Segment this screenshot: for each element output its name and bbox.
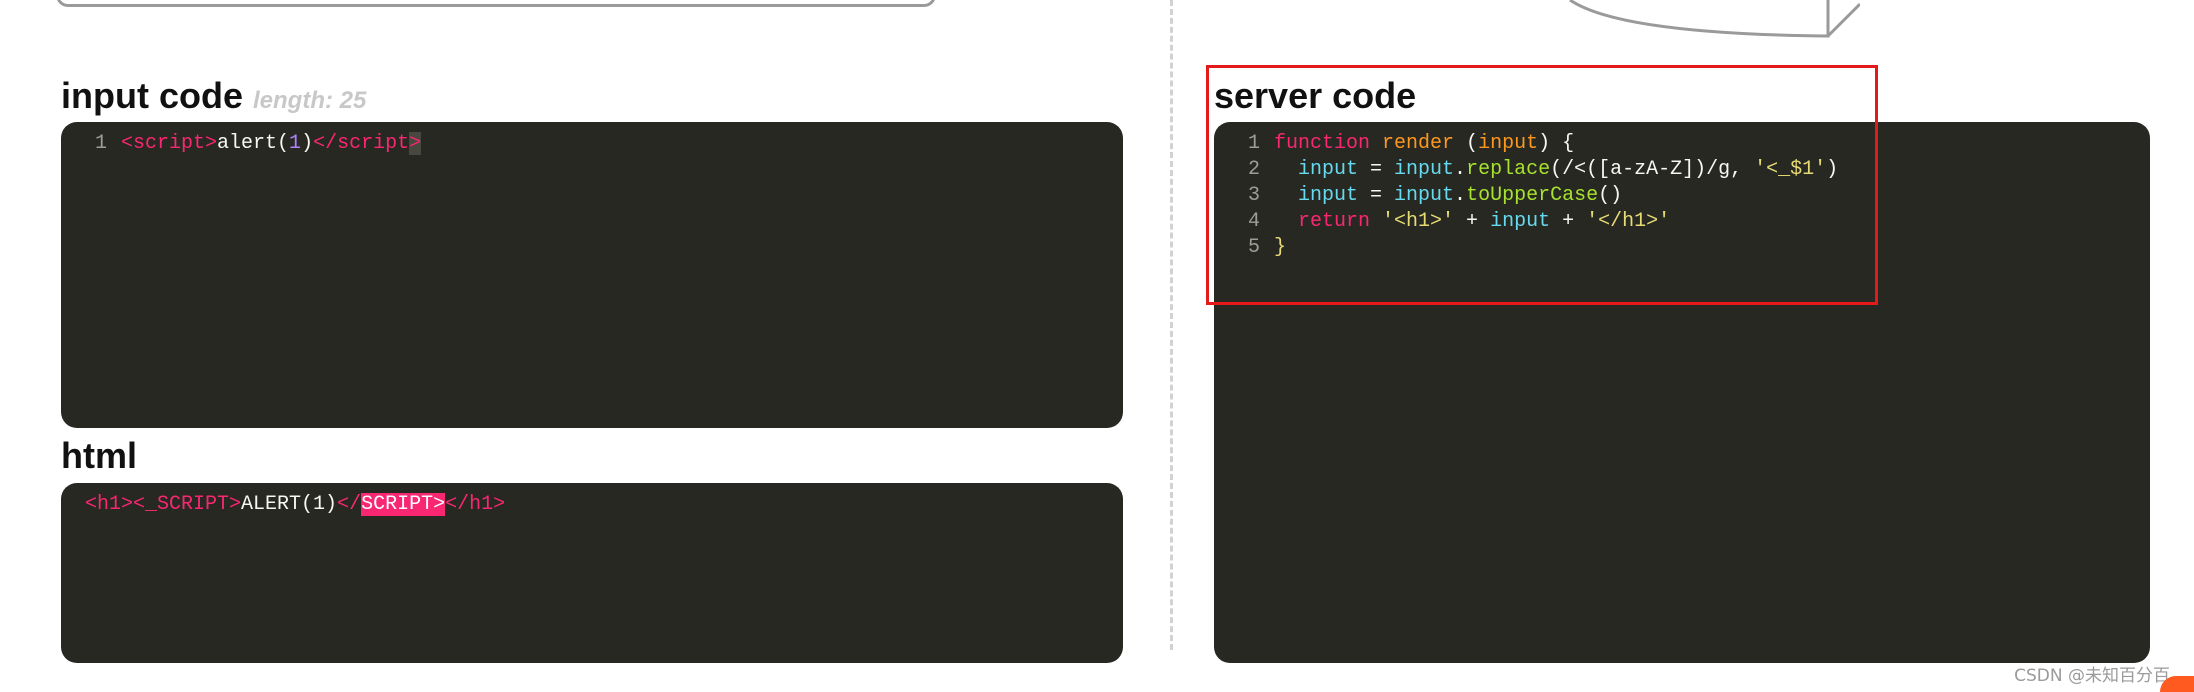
input-code-heading: input code length: 25 [61,76,366,121]
input-code-title: input code [61,75,243,116]
code-token: > [409,132,422,155]
code-token: function [1274,132,1383,155]
html-output-viewer: <h1><_SCRIPT>ALERT(1)</SCRIPT></h1> [61,483,1123,663]
code-token: </h1> [445,493,506,516]
line-number: 1 [94,132,107,155]
column-divider [1170,0,1173,650]
server-code-line: 4 return '<h1>' + input + '</h1>' [1230,209,2134,235]
code-token: </ [337,493,362,516]
length-hint: length: 25 [253,87,367,114]
code-token: render [1382,132,1467,155]
code-token: input [1274,158,1359,181]
server-code-line: 2 input = input.replace(/<([a-zA-Z])/g, … [1230,157,2134,183]
code-token: = [1358,158,1395,181]
html-output-line: <h1><_SCRIPT>ALERT(1)</SCRIPT></h1> [85,492,1099,518]
code-token: input [1490,210,1551,233]
code-token: ( [1466,132,1479,155]
server-code-line: 1 function render (input) { [1230,131,2134,157]
code-token: } [1274,236,1287,259]
code-token: toUpperCase [1466,184,1599,207]
input-code-editor[interactable]: 1 <script>alert(1)</script> [61,122,1123,428]
code-token: '<_$1' [1754,158,1827,181]
code-token: ALERT(1) [241,493,338,516]
corner-decoration [2160,676,2194,692]
line-number: 1 [1247,132,1260,155]
server-code-heading: server code [1214,75,1417,116]
code-token: SCRIPT> [361,493,446,516]
code-token: () [1598,184,1623,207]
code-token: . [1454,158,1467,181]
code-token: ) [1826,158,1839,181]
code-token: return [1274,210,1383,233]
server-code-line: 3 input = input.toUpperCase() [1230,183,2134,209]
line-number: 5 [1247,236,1260,259]
input-code-line: 1 <script>alert(1)</script> [77,131,1107,157]
code-token: input [1478,132,1539,155]
code-token: input [1394,158,1455,181]
code-token: <h1> [85,493,134,516]
code-token: '<h1>' [1382,210,1455,233]
code-token: 1 [289,132,302,155]
code-token: ) { [1538,132,1575,155]
code-token: ) [301,132,314,155]
code-token: . [1454,184,1467,207]
code-token: = [1358,184,1395,207]
code-token: + [1550,210,1587,233]
code-token: <script> [121,132,218,155]
code-token: input [1274,184,1359,207]
code-token: <_SCRIPT> [133,493,242,516]
line-number: 2 [1247,158,1260,181]
code-token: alert [217,132,278,155]
code-token: + [1454,210,1491,233]
code-token: </script [313,132,410,155]
line-number: 3 [1247,184,1260,207]
code-token: ( [277,132,290,155]
html-heading: html [61,435,137,476]
code-token: '</h1>' [1586,210,1671,233]
code-token: (/<([a-zA-Z])/g, [1550,158,1755,181]
top-decoration-curve [1569,0,1860,38]
code-token: input [1394,184,1455,207]
line-number: 4 [1247,210,1260,233]
watermark: CSDN @未知百分百 [2014,666,2170,686]
top-output-box [56,0,936,7]
server-code-line: 5} [1230,235,2134,261]
code-token: replace [1466,158,1551,181]
